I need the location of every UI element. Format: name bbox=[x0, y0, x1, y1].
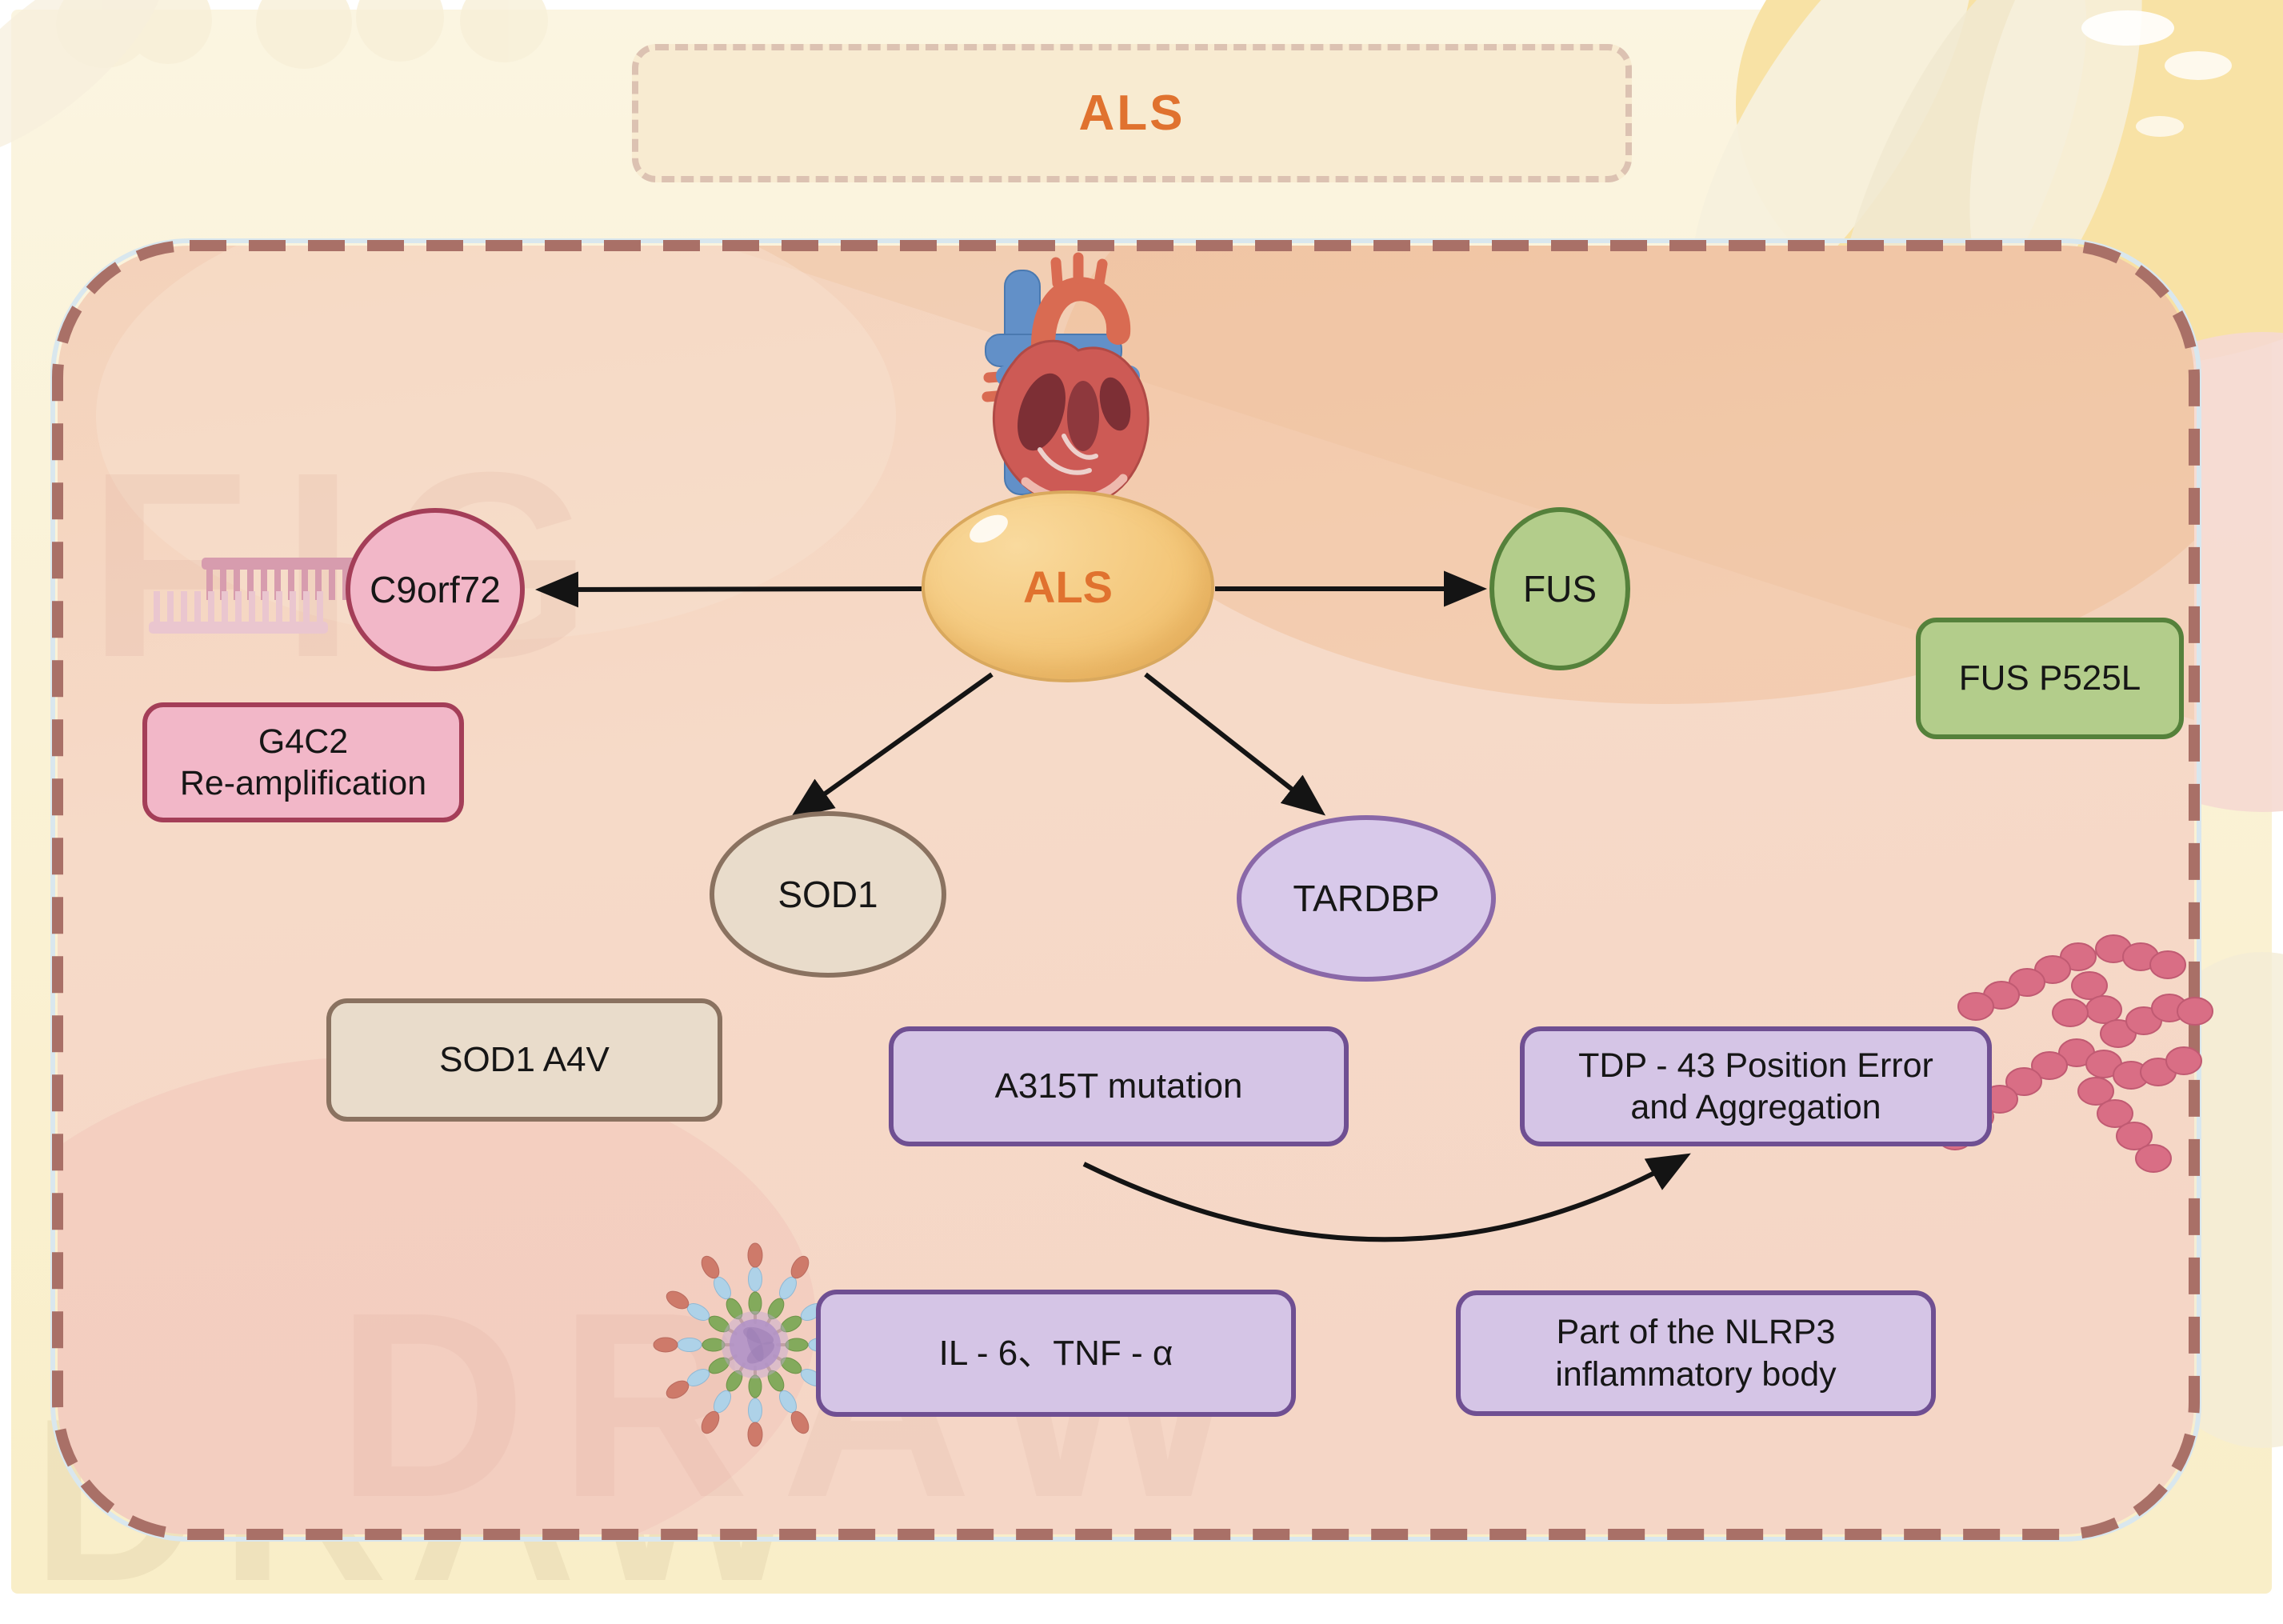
arrow-als-to-c9orf72 bbox=[535, 571, 922, 608]
node-sod1-label: SOD1 bbox=[778, 874, 878, 915]
box-sod1-a4v-label: SOD1 A4V bbox=[439, 1040, 610, 1080]
box-fus-p525l: FUS P525L bbox=[1916, 618, 2184, 739]
box-il6-tnf: IL - 6、TNF - α bbox=[816, 1290, 1296, 1417]
box-il6-tnf-label: IL - 6、TNF - α bbox=[938, 1333, 1173, 1373]
arrow-als-to-sod1 bbox=[790, 672, 994, 819]
box-sod1-a4v: SOD1 A4V bbox=[326, 998, 722, 1122]
protein-aggregate-icon bbox=[1937, 934, 2213, 1173]
box-fus-p525l-label: FUS P525L bbox=[1958, 658, 2141, 698]
box-nlrp3: Part of the NLRP3 inflammatory body bbox=[1456, 1290, 1936, 1416]
cytokine-virus-icon bbox=[653, 1242, 858, 1447]
box-g4c2: G4C2 Re-amplification bbox=[142, 702, 464, 822]
box-tdp43: TDP - 43 Position Error and Aggregation bbox=[1520, 1026, 1992, 1146]
node-c9orf72-label: C9orf72 bbox=[370, 569, 501, 610]
node-als-label: ALS bbox=[1023, 561, 1113, 612]
node-tardbp: TARDBP bbox=[1237, 815, 1496, 982]
heart-icon bbox=[982, 252, 1149, 507]
title-banner-label: ALS bbox=[1078, 86, 1185, 141]
node-fus: FUS bbox=[1489, 507, 1630, 670]
arrow-als-to-tardbp bbox=[1144, 672, 1326, 816]
node-c9orf72: C9orf72 bbox=[346, 508, 525, 671]
node-fus-label: FUS bbox=[1523, 568, 1597, 610]
arrow-a315t-to-tdp43 bbox=[1082, 1153, 1691, 1242]
node-sod1: SOD1 bbox=[710, 811, 946, 978]
title-banner: ALS bbox=[632, 44, 1632, 182]
box-tdp43-line2: and Aggregation bbox=[1630, 1088, 1881, 1126]
box-tdp43-line1: TDP - 43 Position Error bbox=[1578, 1046, 1933, 1085]
relation-arrows bbox=[535, 570, 1691, 1242]
node-als-center: ALS bbox=[922, 490, 1214, 682]
node-tardbp-label: TARDBP bbox=[1293, 878, 1440, 919]
box-a315t-label: A315T mutation bbox=[994, 1066, 1243, 1106]
box-g4c2-line1: G4C2 bbox=[258, 722, 349, 761]
box-nlrp3-line1: Part of the NLRP3 bbox=[1556, 1313, 1836, 1352]
box-g4c2-line2: Re-amplification bbox=[179, 764, 427, 802]
box-nlrp3-line2: inflammatory body bbox=[1555, 1354, 1837, 1394]
node-highlight bbox=[965, 509, 1013, 549]
box-a315t: A315T mutation bbox=[889, 1026, 1349, 1146]
